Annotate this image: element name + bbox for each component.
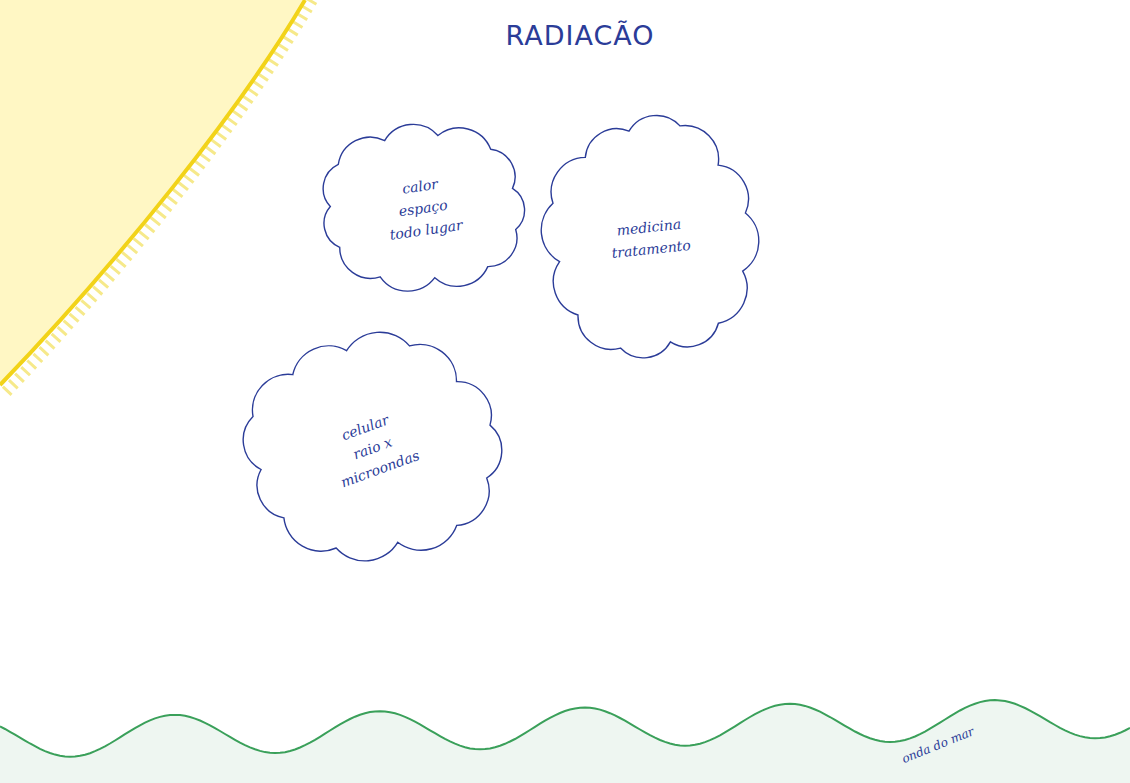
sun-corner [0, 0, 305, 385]
title: RADIACÃO [470, 20, 690, 51]
sea-fill [0, 700, 1130, 783]
cloud-text-group: medicinatratamento [533, 108, 767, 369]
cloud-path [323, 124, 524, 291]
cloud-path [243, 332, 502, 561]
cloud-text-group: celularraio xmicroondas [215, 301, 530, 595]
cloud-bubble: medicinatratamento [545, 118, 755, 358]
cloud-text: calor [401, 172, 440, 199]
cloud-bubble: celularraio xmicroondas [245, 338, 500, 558]
cloud-path [541, 115, 759, 357]
sun-edge [0, 0, 305, 385]
cloud-bubble: calorespaçotodo lugar [318, 125, 528, 290]
cloud-text-group: calorespaçotodo lugar [308, 111, 539, 304]
